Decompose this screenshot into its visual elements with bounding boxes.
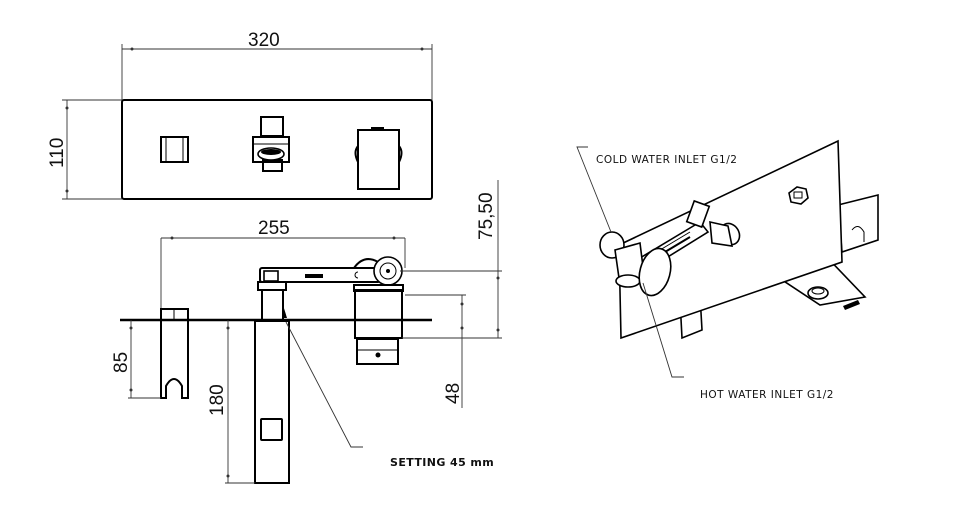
front-view: 320 110	[47, 30, 433, 200]
dimension-180: 180	[207, 320, 255, 484]
shower-holder-side	[160, 308, 189, 399]
dimension-label: 110	[47, 138, 68, 168]
mixer-handle-front	[354, 127, 403, 190]
dimension-label: 75,50	[476, 192, 497, 240]
cold-inlet-label: COLD WATER INLET G1/2	[596, 154, 737, 166]
setting-label: SETTING 45 mm	[390, 456, 494, 469]
dimension-85: 85	[111, 320, 161, 399]
dimension-label: 255	[258, 218, 290, 239]
side-view: 255	[111, 180, 502, 484]
isometric-view: COLD WATER INLET G1/2 HOT WATER INLET G1…	[576, 139, 879, 401]
dimension-320: 320	[121, 30, 433, 100]
hot-inlet-callout: HOT WATER INLET G1/2	[642, 282, 834, 401]
rear-box	[837, 193, 879, 254]
dimension-label: 85	[111, 352, 132, 373]
dimension-label: 180	[207, 384, 228, 416]
iso-mixer	[599, 199, 741, 297]
spout-front	[252, 116, 290, 172]
shower-holder-front	[160, 136, 189, 163]
spout-side	[254, 281, 290, 484]
dimension-label: 320	[248, 30, 280, 51]
dimension-75-50: 75,50	[400, 180, 502, 339]
iso-nut	[788, 186, 809, 205]
dimension-48: 48	[405, 294, 466, 408]
cold-inlet-callout: COLD WATER INLET G1/2	[576, 146, 737, 233]
mixer-side	[259, 256, 404, 365]
dimension-110: 110	[47, 99, 122, 200]
dimension-255: 255	[160, 218, 406, 310]
setting-callout: SETTING 45 mm	[285, 321, 494, 469]
dimension-label: 48	[443, 383, 464, 404]
wall-plate	[121, 99, 433, 200]
hot-inlet-label: HOT WATER INLET G1/2	[700, 389, 834, 401]
